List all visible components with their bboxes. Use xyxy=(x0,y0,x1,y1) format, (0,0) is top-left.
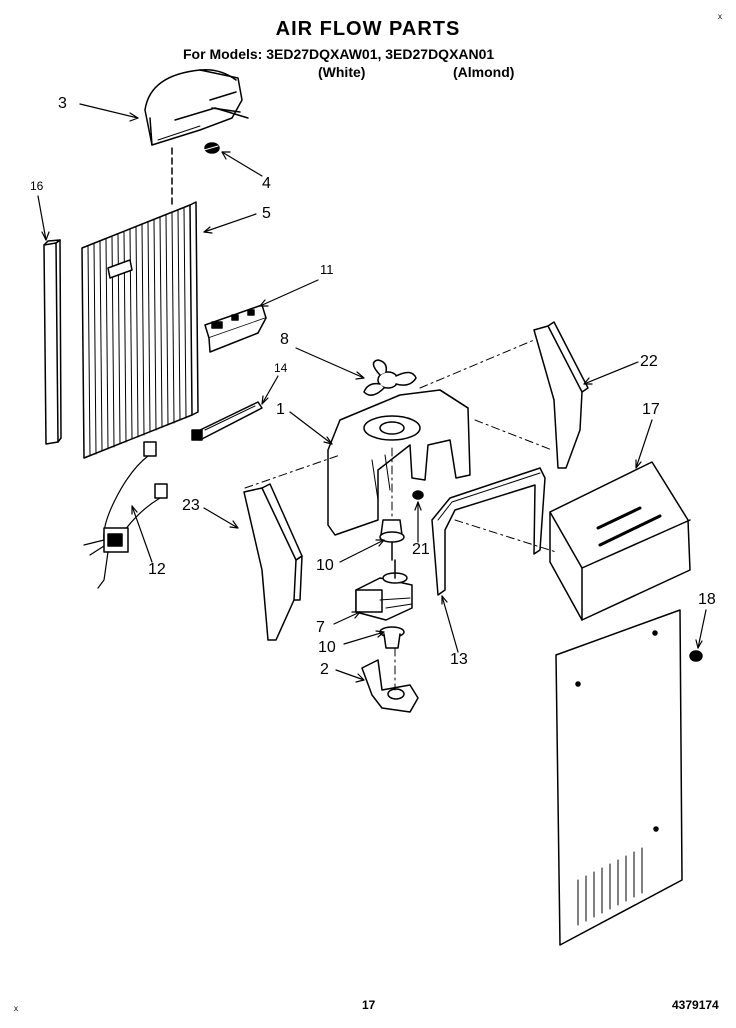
callout-3: 3 xyxy=(58,95,67,112)
part-14-heater xyxy=(191,401,263,441)
callout-22: 22 xyxy=(640,353,658,370)
part-17-rear-duct xyxy=(549,461,691,621)
callout-1: 1 xyxy=(276,401,285,418)
part-22-side-panel xyxy=(533,321,589,469)
callout-7: 7 xyxy=(316,619,325,636)
almond-label: (Almond) xyxy=(453,64,515,80)
callout-4: 4 xyxy=(262,175,271,192)
part-16-gasket-strip xyxy=(43,239,62,445)
part-12-wire-harness xyxy=(83,441,168,589)
part-3-duct-cover xyxy=(144,68,249,146)
part-21-grommet xyxy=(412,490,424,500)
document-number: 4379174 xyxy=(672,998,719,1012)
part-11-bracket xyxy=(204,304,267,353)
part-23-side-panel xyxy=(243,483,303,641)
callout-16: 16 xyxy=(30,179,44,193)
callout-18: 18 xyxy=(698,591,716,608)
part-5-evaporator-panel xyxy=(81,201,199,459)
part-10-upper-mount xyxy=(379,519,405,561)
callout-11: 11 xyxy=(320,262,334,277)
callout-23: 23 xyxy=(182,497,200,514)
part-8-fan-blade xyxy=(363,359,417,396)
leader-lines xyxy=(37,103,707,683)
alignment-lines xyxy=(244,339,557,691)
callout-14: 14 xyxy=(274,361,288,375)
callout-2: 2 xyxy=(320,661,329,678)
page-title: AIR FLOW PARTS xyxy=(275,18,461,40)
page-number: 17 xyxy=(362,998,376,1012)
callout-13: 13 xyxy=(450,651,468,668)
part-18-screw xyxy=(689,650,703,662)
callout-10-lower: 10 xyxy=(318,639,336,656)
part-13-seal xyxy=(431,467,546,596)
callout-10-upper: 10 xyxy=(316,557,334,574)
part-10-lower-mount xyxy=(379,626,405,649)
white-label: (White) xyxy=(318,64,366,80)
callout-8: 8 xyxy=(280,331,289,348)
callout-17: 17 xyxy=(642,401,660,418)
callout-5: 5 xyxy=(262,205,271,222)
part-1-fan-shroud xyxy=(327,389,471,536)
corner-mark-top: x xyxy=(718,12,722,21)
callout-12: 12 xyxy=(148,561,166,578)
part-4-screw xyxy=(203,142,220,154)
rear-panel xyxy=(555,609,683,946)
part-7-fan-motor xyxy=(355,559,413,621)
models-line: For Models: 3ED27DQXAW01, 3ED27DQXAN01 xyxy=(183,46,495,62)
corner-mark-bottom: x xyxy=(14,1004,18,1013)
part-2-motor-bracket xyxy=(361,659,419,713)
callout-21: 21 xyxy=(412,541,430,558)
